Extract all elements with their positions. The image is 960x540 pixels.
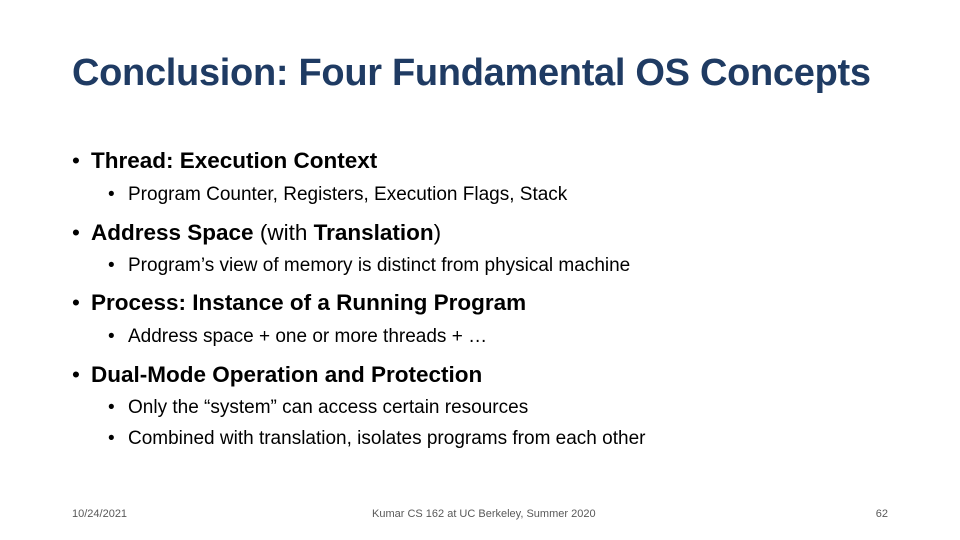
footer-date: 10/24/2021: [72, 508, 128, 520]
sub-bullet-item: • Only the “system” can access certain r…: [108, 397, 528, 419]
bullet-item-text-bold: Address Space: [91, 220, 254, 245]
bullet-glyph: •: [108, 428, 115, 449]
bullet-glyph: •: [108, 326, 115, 347]
bullet-item-text: Thread: Execution Context: [91, 148, 378, 173]
slide-title: Conclusion: Four Fundamental OS Concepts: [72, 52, 871, 94]
bullet-glyph: •: [72, 148, 80, 173]
sub-bullet-text: Only the “system” can access certain res…: [128, 397, 529, 418]
sub-bullet-text: Program Counter, Registers, Execution Fl…: [128, 184, 568, 205]
bullet-item-process: • Process: Instance of a Running Program: [72, 290, 526, 316]
bullet-item-address-space: • Address Space (with Translation): [72, 220, 441, 246]
sub-bullet-text: Address space + one or more threads + …: [128, 326, 488, 347]
sub-bullet-item: • Program’s view of memory is distinct f…: [108, 255, 630, 277]
bullet-item-text: (with: [253, 220, 314, 245]
bullet-glyph: •: [72, 220, 80, 245]
bullet-item-text: ): [433, 220, 442, 245]
footer-course: Kumar CS 162 at UC Berkeley, Summer 2020: [372, 508, 596, 520]
bullet-glyph: •: [72, 362, 80, 387]
bullet-item-thread: • Thread: Execution Context: [72, 148, 377, 174]
bullet-glyph: •: [108, 397, 115, 418]
footer-page-number: 62: [875, 508, 888, 520]
bullet-item-dual-mode: • Dual-Mode Operation and Protection: [72, 362, 482, 388]
bullet-glyph: •: [72, 290, 80, 315]
sub-bullet-item: • Program Counter, Registers, Execution …: [108, 184, 567, 206]
bullet-glyph: •: [108, 255, 115, 276]
sub-bullet-item: • Address space + one or more threads + …: [108, 326, 487, 348]
bullet-item-text: Process: Instance of a Running Program: [91, 290, 527, 315]
bullet-item-text: Dual-Mode Operation and Protection: [91, 362, 483, 387]
sub-bullet-text: Combined with translation, isolates prog…: [128, 428, 646, 449]
sub-bullet-text: Program’s view of memory is distinct fro…: [128, 255, 631, 276]
sub-bullet-item: • Combined with translation, isolates pr…: [108, 428, 645, 450]
bullet-item-text-bold: Translation: [313, 220, 434, 245]
bullet-glyph: •: [108, 184, 115, 205]
